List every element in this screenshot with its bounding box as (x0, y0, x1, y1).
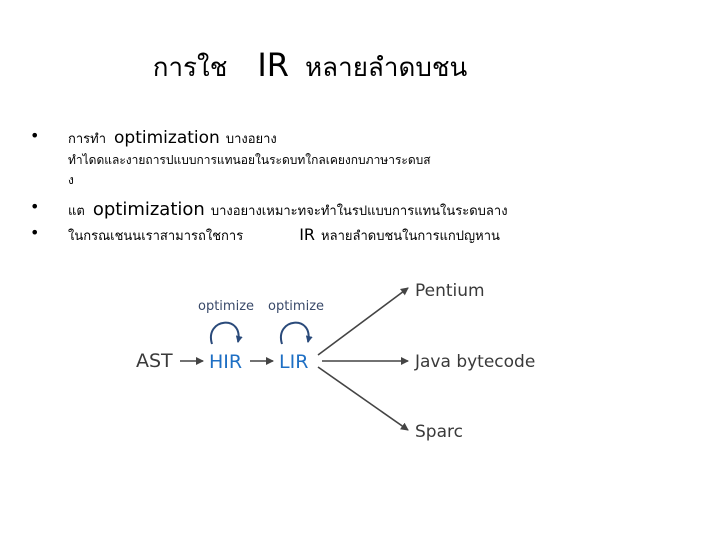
slide-title: การใช IR หลายลำดบชน (0, 46, 620, 88)
bullet-dot-1: • (30, 126, 40, 145)
bullet-dot-2: • (30, 197, 40, 216)
bullet-2-lead: แต (68, 204, 85, 219)
bullet-1-continuation-2: ง (68, 173, 74, 187)
lir-optimize-loop (279, 321, 313, 345)
lir-to-sparc-arrow (317, 366, 409, 431)
lir-to-pentium-arrow (317, 287, 409, 356)
hir-optimize-loop (209, 321, 243, 345)
bullet-3-tail: หลายลำดบชนในการแกปญหาน (321, 229, 500, 244)
bullet-dot-3: • (30, 223, 40, 242)
bullet-1-continuation: ทำไดดและงายถารปแบบการแทนอยในระดบทใกลเคยง… (68, 153, 431, 167)
bullet-2-tail: บางอยางเหมาะทจะทำในรปแบบการแทนในระดบลาง (210, 204, 508, 219)
bullet-3-lead: ในกรณเชนนเราสามารถใชการ (68, 229, 244, 244)
lir-node: LIR (279, 351, 308, 373)
optimize-label-hir: optimize (198, 299, 254, 314)
bullet-1-lead: การทำ (68, 132, 107, 147)
title-part2: IR (257, 46, 290, 84)
bullet-1-tail: บางอยาง (225, 132, 277, 147)
optimize-label-lir: optimize (268, 299, 324, 314)
sparc-node: Sparc (415, 422, 463, 442)
bullet-2-latin: optimization (92, 199, 205, 220)
hir-node: HIR (209, 351, 242, 373)
bullet-3-latin: IR (299, 225, 316, 244)
java-bytecode-node: Java bytecode (414, 352, 535, 372)
ast-node: AST (136, 350, 173, 372)
title-part1: การใช (152, 53, 228, 83)
pentium-node: Pentium (415, 281, 485, 301)
title-part3: หลายลำดบชน (305, 53, 468, 83)
bullet-1-latin: optimization (114, 128, 220, 148)
